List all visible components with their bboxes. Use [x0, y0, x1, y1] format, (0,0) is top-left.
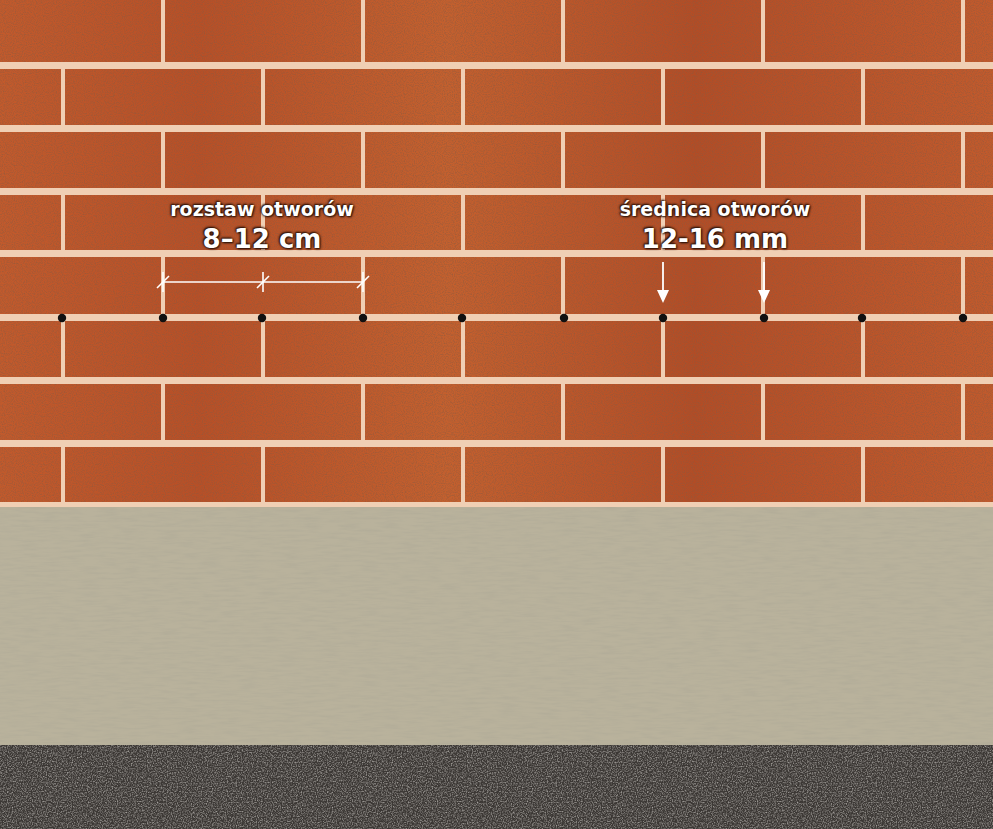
- bed-joint: [0, 188, 993, 195]
- drill-hole: [858, 314, 866, 322]
- bed-joint: [0, 250, 993, 257]
- head-joint: [761, 257, 765, 314]
- dimension-caption: rozstaw otworów: [170, 199, 354, 220]
- head-joint: [561, 384, 565, 440]
- head-joint: [861, 321, 865, 377]
- head-joint: [561, 0, 565, 62]
- head-joint: [561, 257, 565, 314]
- head-joint: [561, 132, 565, 188]
- head-joint: [61, 69, 65, 125]
- bed-joint: [0, 125, 993, 132]
- head-joint: [661, 69, 665, 125]
- head-joint: [961, 0, 965, 62]
- drill-hole: [760, 314, 768, 322]
- head-joint: [361, 0, 365, 62]
- drill-hole: [359, 314, 367, 322]
- bed-joint: [0, 62, 993, 69]
- head-joint: [661, 447, 665, 502]
- dimension-caption: średnica otworów: [620, 199, 811, 220]
- drill-hole: [159, 314, 167, 322]
- concrete-foundation: [0, 507, 993, 747]
- mortar-joints: [0, 0, 993, 509]
- head-joint: [161, 0, 165, 62]
- drill-holes: [58, 314, 967, 322]
- head-joint: [761, 384, 765, 440]
- label-holder: rozstaw otworów: [102, 199, 422, 220]
- head-joint: [261, 321, 265, 377]
- head-joint: [461, 69, 465, 125]
- soil: [0, 745, 993, 829]
- label-holder: 8–12 cm: [102, 225, 422, 254]
- drill-hole: [659, 314, 667, 322]
- drill-hole: [458, 314, 466, 322]
- bed-joint: [0, 440, 993, 447]
- drill-hole: [258, 314, 266, 322]
- head-joint: [861, 447, 865, 502]
- head-joint: [361, 384, 365, 440]
- head-joint: [161, 257, 165, 314]
- head-joint: [861, 69, 865, 125]
- spacing-dimension: [157, 272, 369, 292]
- head-joint: [761, 132, 765, 188]
- label-holder: średnica otworów: [555, 199, 875, 220]
- label-holder: 12-16 mm: [555, 225, 875, 254]
- dimension-value: 8–12 cm: [203, 225, 322, 254]
- soil-texture: [0, 745, 993, 829]
- head-joint: [61, 447, 65, 502]
- head-joint: [461, 195, 465, 250]
- brick-area: [0, 0, 993, 507]
- drill-hole: [560, 314, 568, 322]
- concrete-texture: [0, 507, 993, 747]
- head-joint: [461, 321, 465, 377]
- drill-hole: [58, 314, 66, 322]
- brick-texture: [0, 0, 993, 507]
- bed-joint: [0, 314, 993, 321]
- head-joint: [361, 257, 365, 314]
- diameter-arrows: [657, 262, 770, 303]
- head-joint: [61, 321, 65, 377]
- head-joint: [61, 195, 65, 250]
- head-joint: [161, 384, 165, 440]
- head-joint: [861, 195, 865, 250]
- head-joint: [261, 69, 265, 125]
- head-joint: [361, 132, 365, 188]
- head-joint: [961, 257, 965, 314]
- bed-joint: [0, 377, 993, 384]
- dimension-value: 12-16 mm: [642, 225, 788, 254]
- head-joint: [961, 132, 965, 188]
- head-joint: [261, 447, 265, 502]
- drill-hole: [959, 314, 967, 322]
- head-joint: [461, 447, 465, 502]
- head-joint: [161, 132, 165, 188]
- head-joint: [761, 0, 765, 62]
- head-joint: [661, 321, 665, 377]
- head-joint: [961, 384, 965, 440]
